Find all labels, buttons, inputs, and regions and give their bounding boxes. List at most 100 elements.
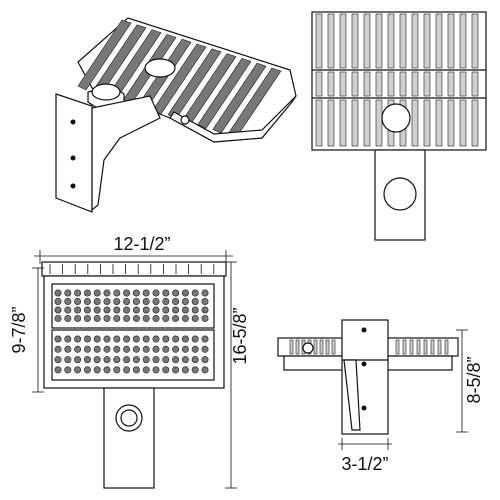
- led-dot: [113, 335, 121, 343]
- led-dot: [123, 335, 131, 343]
- led-dot: [132, 356, 140, 364]
- led-dot: [172, 366, 180, 374]
- top-fin: [423, 99, 431, 147]
- led-dot: [103, 306, 111, 314]
- led-dot: [172, 356, 180, 364]
- led-dot: [132, 289, 140, 297]
- front-rim-ticks: [49, 264, 215, 274]
- led-dot: [132, 306, 140, 314]
- led-dot: [54, 297, 62, 305]
- led-dot: [181, 335, 189, 343]
- led-dot: [54, 366, 62, 374]
- led-dot: [201, 335, 209, 343]
- led-dot: [142, 289, 150, 297]
- led-dot: [123, 314, 131, 322]
- led-dot: [103, 297, 111, 305]
- led-dot: [103, 335, 111, 343]
- top-fin: [423, 71, 431, 97]
- side-fin: [289, 339, 294, 355]
- led-dot: [201, 297, 209, 305]
- led-dot: [54, 345, 62, 353]
- led-dot: [103, 366, 111, 374]
- top-fin: [471, 99, 479, 147]
- top-fin: [447, 13, 455, 69]
- led-dot: [152, 356, 160, 364]
- iso-fin: [152, 43, 207, 115]
- top-fin: [315, 99, 323, 147]
- led-dot: [83, 356, 91, 364]
- led-dot: [162, 314, 170, 322]
- led-dot: [191, 356, 199, 364]
- led-dot: [74, 297, 82, 305]
- led-dot: [54, 335, 62, 343]
- led-dot: [162, 335, 170, 343]
- led-dot: [123, 306, 131, 314]
- led-dot: [172, 306, 180, 314]
- isometric-view: [55, 17, 297, 213]
- led-dot: [113, 297, 121, 305]
- led-dot: [113, 289, 121, 297]
- top-fin: [363, 71, 371, 97]
- led-dot: [142, 335, 150, 343]
- side-fin: [395, 339, 400, 355]
- side-fin: [331, 339, 336, 355]
- dim-arm-width-label: 3-1/2”: [341, 454, 388, 474]
- led-dot: [162, 345, 170, 353]
- top-fin: [351, 99, 359, 147]
- led-dot: [201, 356, 209, 364]
- led-dot: [132, 335, 140, 343]
- side-fin: [444, 339, 449, 355]
- led-dot: [74, 289, 82, 297]
- led-dot: [83, 297, 91, 305]
- iso-fin: [77, 19, 132, 91]
- led-dot: [54, 314, 62, 322]
- led-dot: [191, 314, 199, 322]
- led-dot: [142, 314, 150, 322]
- led-dot: [113, 366, 121, 374]
- led-dot: [93, 366, 101, 374]
- led-dot: [181, 356, 189, 364]
- side-fin: [319, 339, 324, 355]
- led-dot: [201, 289, 209, 297]
- led-dot: [191, 297, 199, 305]
- top-fin: [435, 71, 443, 97]
- led-dot: [113, 345, 121, 353]
- led-dot: [74, 366, 82, 374]
- side-fin: [430, 339, 435, 355]
- top-fin: [315, 13, 323, 69]
- led-dot: [181, 345, 189, 353]
- top-fin: [363, 13, 371, 69]
- top-view-fins: [315, 13, 479, 147]
- led-dot: [93, 335, 101, 343]
- side-fin: [423, 339, 428, 355]
- led-dot: [113, 314, 121, 322]
- top-fin: [327, 71, 335, 97]
- led-dot: [74, 345, 82, 353]
- side-fin: [409, 339, 414, 355]
- led-dot: [93, 306, 101, 314]
- top-fin: [411, 99, 419, 147]
- top-fin: [471, 13, 479, 69]
- led-dot: [201, 366, 209, 374]
- side-view: 8-5/8” 3-1/2”: [277, 319, 484, 474]
- led-array: [54, 289, 209, 374]
- side-fin: [416, 339, 421, 355]
- led-dot: [64, 314, 72, 322]
- led-dot: [83, 335, 91, 343]
- side-fins: [289, 339, 449, 355]
- dim-height-left-label: 9-7/8”: [9, 306, 29, 353]
- led-dot: [64, 366, 72, 374]
- led-dot: [93, 356, 101, 364]
- led-dot: [172, 297, 180, 305]
- led-dot: [201, 306, 209, 314]
- led-dot: [142, 345, 150, 353]
- dim-width-label: 12-1/2”: [113, 234, 170, 254]
- top-fin: [411, 71, 419, 97]
- led-dot: [152, 297, 160, 305]
- led-dot: [172, 314, 180, 322]
- top-fin: [327, 99, 335, 147]
- side-fin: [313, 339, 318, 355]
- led-dot: [132, 345, 140, 353]
- led-dot: [181, 297, 189, 305]
